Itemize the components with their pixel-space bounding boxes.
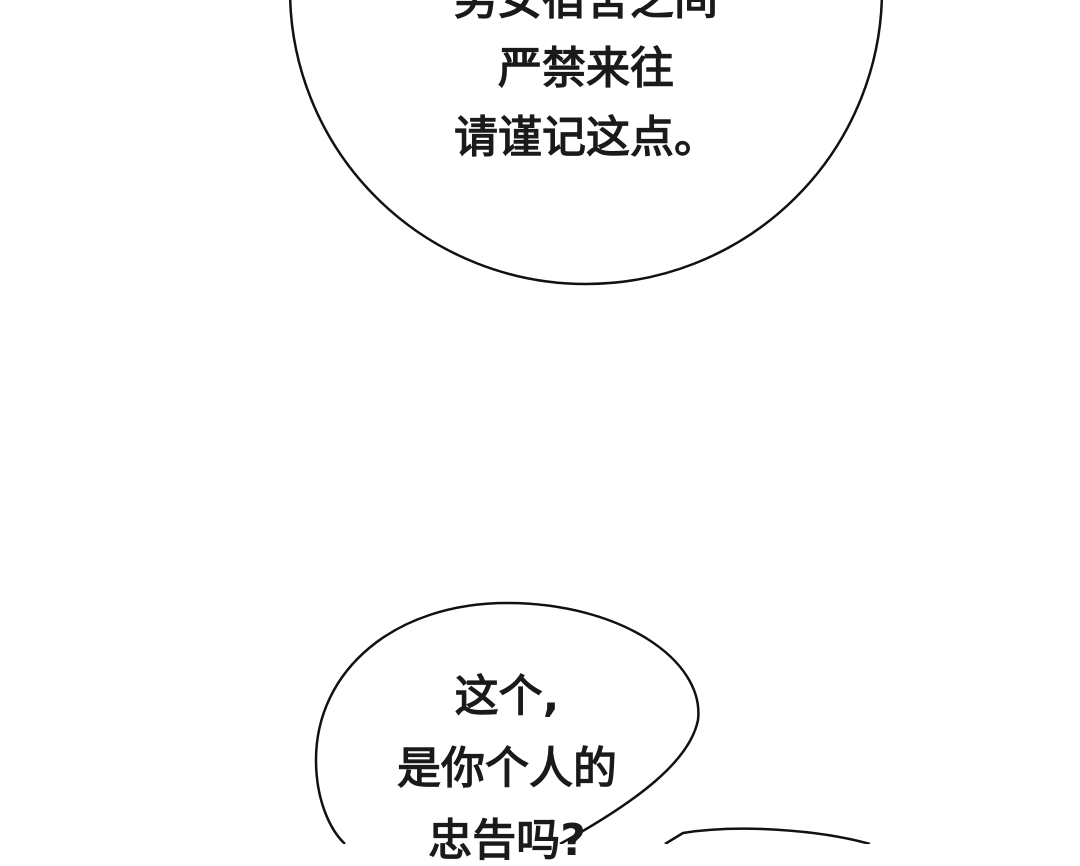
speech-bubble-tail <box>664 827 871 844</box>
speech-bubbles <box>288 0 884 844</box>
speech-line: 男女宿舍之间 <box>290 0 882 22</box>
speech-line: 这个, <box>454 671 560 722</box>
speech-bubble-bottom <box>314 601 700 844</box>
speech-line: 请谨记这点。 <box>454 112 718 163</box>
speech-line: 忠告吗? <box>428 815 586 866</box>
speech-bubble-top <box>288 0 884 286</box>
speech-line: 是你个人的 <box>397 743 617 794</box>
speech-line: 严禁来往 <box>498 43 674 94</box>
